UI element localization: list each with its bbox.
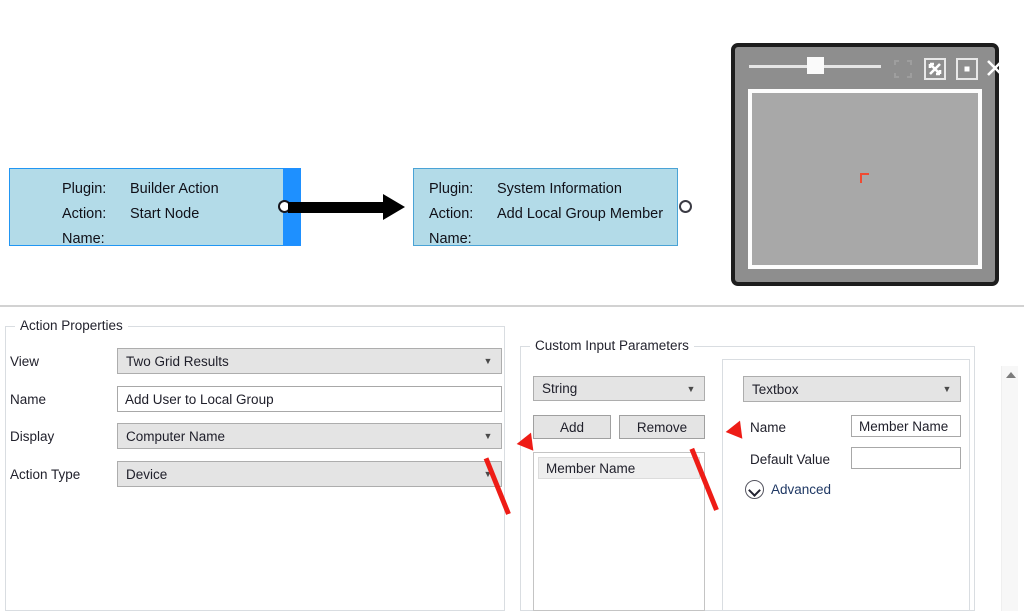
image-corner-marker bbox=[860, 173, 869, 183]
workflow-node-add-local-group-member[interactable]: Plugin: System Information Action: Add L… bbox=[413, 168, 678, 247]
zoom-slider[interactable] bbox=[749, 57, 881, 74]
node-row-plugin: Plugin: Builder Action bbox=[62, 181, 283, 206]
name-label: Name bbox=[10, 392, 47, 407]
action-type-label: Action Type bbox=[10, 467, 81, 482]
panel-vertical-scrollbar[interactable] bbox=[1001, 366, 1018, 611]
chevron-down-icon: ▼ bbox=[942, 384, 952, 394]
advanced-expander-label: Advanced bbox=[771, 482, 832, 497]
close-icon[interactable] bbox=[985, 57, 1005, 79]
chevron-down-circle-icon bbox=[745, 480, 764, 499]
node-row-name: Name: bbox=[62, 231, 283, 256]
workflow-node-start-node[interactable]: Plugin: Builder Action Action: Start Nod… bbox=[9, 168, 301, 247]
parameter-listbox[interactable]: Member Name bbox=[533, 452, 705, 611]
annotation-arrow-name-field bbox=[689, 417, 758, 511]
advanced-expander[interactable]: Advanced bbox=[745, 480, 831, 499]
node-output-connector-add-local-group-member[interactable] bbox=[679, 200, 692, 213]
chevron-down-icon: ▼ bbox=[686, 383, 696, 394]
node-row-action: Action: Start Node bbox=[62, 206, 283, 231]
node-row-plugin: Plugin: System Information bbox=[429, 181, 677, 206]
remove-parameter-button[interactable]: Remove bbox=[619, 415, 705, 439]
name-input[interactable]: Add User to Local Group bbox=[117, 386, 502, 412]
chevron-down-icon: ▼ bbox=[483, 356, 493, 366]
parameter-type-combo-value: String bbox=[542, 381, 578, 396]
node-row-key: Plugin: bbox=[429, 181, 474, 197]
connection-line bbox=[288, 202, 385, 213]
view-combo[interactable]: Two Grid Results ▼ bbox=[117, 348, 502, 374]
workflow-canvas[interactable]: Plugin: Builder Action Action: Start Nod… bbox=[0, 0, 1024, 305]
node-row-value: Add Local Group Member bbox=[497, 206, 664, 222]
display-combo-value: Computer Name bbox=[126, 428, 226, 444]
view-combo-value: Two Grid Results bbox=[126, 353, 229, 369]
action-properties-panel: Action Properties View Two Grid Results … bbox=[0, 307, 1024, 611]
parameter-name-label: Name bbox=[750, 420, 787, 435]
display-label: Display bbox=[10, 429, 55, 444]
node-row-key: Plugin: bbox=[62, 181, 107, 197]
chevron-down-icon: ▼ bbox=[483, 469, 493, 479]
panel-divider bbox=[0, 305, 1024, 307]
zoom-slider-thumb[interactable] bbox=[807, 57, 824, 74]
view-label: View bbox=[10, 354, 40, 369]
parameter-name-input[interactable]: Member Name bbox=[851, 415, 961, 437]
default-value-input[interactable] bbox=[851, 447, 961, 469]
annotation-arrow-add-button bbox=[483, 429, 548, 515]
caret-up-icon[interactable] bbox=[1006, 372, 1016, 378]
expand-icon[interactable] bbox=[924, 58, 946, 80]
node-row-key: Action: bbox=[429, 206, 474, 222]
image-viewer-toolbar bbox=[735, 47, 1003, 87]
node-row-key: Action: bbox=[62, 206, 107, 222]
add-parameter-button[interactable]: Add bbox=[533, 415, 611, 439]
display-combo[interactable]: Computer Name ▼ bbox=[117, 423, 502, 449]
parameter-type-combo[interactable]: String ▼ bbox=[533, 376, 705, 401]
actual-size-icon[interactable] bbox=[956, 58, 978, 80]
default-value-label: Default Value bbox=[750, 452, 831, 467]
fit-to-window-icon[interactable] bbox=[892, 58, 914, 80]
node-row-value: System Information bbox=[497, 181, 622, 197]
control-type-combo[interactable]: Textbox ▼ bbox=[743, 376, 961, 402]
action-type-combo[interactable]: Device ▼ bbox=[117, 461, 502, 487]
node-row-key: Name: bbox=[429, 231, 472, 247]
image-viewer-overlay[interactable] bbox=[731, 43, 1003, 286]
image-viewer-canvas[interactable] bbox=[748, 89, 982, 269]
node-row-value: Builder Action bbox=[130, 181, 219, 197]
custom-input-parameters-title: Custom Input Parameters bbox=[530, 338, 694, 353]
node-row-action: Action: Add Local Group Member bbox=[429, 206, 677, 231]
node-row-name: Name: bbox=[429, 231, 677, 256]
node-row-value: Start Node bbox=[130, 206, 200, 222]
control-type-combo-value: Textbox bbox=[752, 381, 799, 397]
connection-arrowhead bbox=[383, 194, 405, 220]
node-row-key: Name: bbox=[62, 231, 105, 247]
action-properties-title: Action Properties bbox=[15, 318, 128, 333]
list-item[interactable]: Member Name bbox=[538, 457, 700, 479]
action-type-combo-value: Device bbox=[126, 466, 168, 482]
chevron-down-icon: ▼ bbox=[483, 431, 493, 441]
